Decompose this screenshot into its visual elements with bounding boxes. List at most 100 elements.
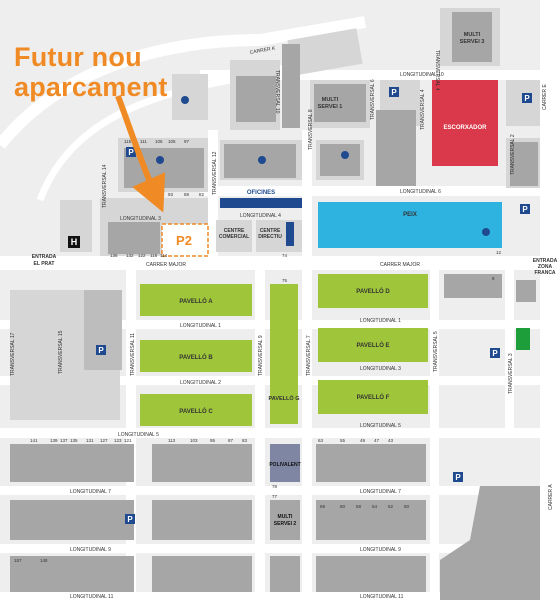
lot-157: 157 <box>14 558 22 563</box>
callout-title-line-1: Futur nou <box>14 42 142 72</box>
pavello-a[interactable] <box>140 284 252 316</box>
lot-54: 54 <box>372 504 378 509</box>
lot-78: 78 <box>272 484 278 489</box>
block-top-left-round <box>172 74 208 120</box>
road-longitudinal-11 <box>0 592 540 600</box>
road-transversal-3 <box>505 270 514 430</box>
street-longitudinal-7a: LONGITUDINAL 7 <box>70 489 111 495</box>
street-longitudinal-1a: LONGITUDINAL 1 <box>180 323 221 329</box>
street-transversal-9: TRANSVERSAL 9 <box>258 335 264 376</box>
block-63-43 <box>316 444 426 482</box>
polivalent-building[interactable] <box>270 444 300 482</box>
road-longitudinal-6 <box>200 186 560 196</box>
peix-building <box>318 202 502 248</box>
lot-52: 52 <box>388 504 394 509</box>
lot-121: 121 <box>124 438 132 443</box>
road-carrer-major <box>0 256 560 270</box>
lot-50: 50 <box>404 504 410 509</box>
oficines-label: OFICINES <box>247 190 275 196</box>
building-136-114 <box>108 222 160 254</box>
green-square <box>516 328 530 350</box>
lot-49: 49 <box>360 438 366 443</box>
street-longitudinal-6: LONGITUDINAL 6 <box>400 189 441 195</box>
svg-text:P: P <box>98 346 104 355</box>
street-longitudinal-2: LONGITUDINAL 2 <box>180 380 221 386</box>
lot-93: 93 <box>168 192 174 197</box>
lot-8: 8 <box>492 276 495 281</box>
lot-97: 97 <box>184 139 190 144</box>
lot-127: 127 <box>100 438 108 443</box>
pavello-c-label: PAVELLÓ C <box>179 407 213 415</box>
street-transversal-14: TRANSVERSAL 14 <box>102 164 108 208</box>
callout-title-line-2: aparcament <box>14 72 168 102</box>
lot-12: 12 <box>496 250 502 255</box>
pavello-e-label: PAVELLÓ E <box>356 341 389 349</box>
oficines-building <box>220 198 302 208</box>
parking-icon: P <box>125 514 135 524</box>
road-transversal-12 <box>208 130 218 260</box>
multi-servei-1-label-a: MULTI <box>322 97 339 103</box>
multi-servei-1-building <box>314 84 366 122</box>
lot-136: 136 <box>110 253 118 258</box>
lot-63: 63 <box>318 438 324 443</box>
centre-directiu-block <box>256 220 302 252</box>
street-transversal-4: TRANSVERSAL 4 <box>420 89 426 130</box>
street-transversal-11: TRANSVERSAL 11 <box>130 333 136 376</box>
lot-122: 122 <box>138 253 146 258</box>
p2-future-parking[interactable] <box>161 223 209 257</box>
block-113-83 <box>152 444 252 482</box>
lot-95: 95 <box>210 438 216 443</box>
pavello-d[interactable] <box>318 274 428 308</box>
lot-131: 131 <box>86 438 94 443</box>
escorxador-building <box>432 80 498 166</box>
multi-servei-3-label-b: SERVEI 3 <box>460 39 485 45</box>
block-141-121 <box>10 444 134 482</box>
street-longitudinal-11b: LONGITUDINAL 11 <box>360 594 404 600</box>
multi-servei-3-building <box>452 12 492 62</box>
building-left-of-escorxador <box>376 110 416 186</box>
building-narrow-top <box>282 44 300 128</box>
street-longitudinal-3: LONGITUDINAL 3 <box>120 216 161 222</box>
road-longitudinal-10 <box>200 70 560 80</box>
street-transversal-7: TRANSVERSAL 7 <box>306 335 312 376</box>
polivalent-label: POLIVALENT <box>269 462 300 468</box>
centre-comercial-label-b: COMERCIAL <box>219 234 249 240</box>
road-transversal-4-east <box>540 0 560 600</box>
building-transversal-2 <box>510 142 538 186</box>
pavello-b[interactable] <box>140 340 252 372</box>
snowflake-icon <box>482 228 490 236</box>
street-longitudinal-3b: LONGITUDINAL 3 <box>360 366 401 372</box>
snowflake-icon <box>341 151 349 159</box>
lot-135: 135 <box>70 438 78 443</box>
street-transversal-10: TRANSVERSAL 10 <box>274 70 280 114</box>
pavello-b-label: PAVELLÓ B <box>179 353 213 361</box>
multi-servei-3-label-a: MULTI <box>464 32 481 38</box>
pavello-c[interactable] <box>140 394 252 426</box>
parking-icon: P <box>453 472 463 482</box>
block-bottom-center <box>152 556 252 592</box>
lot-106: 106 <box>155 139 163 144</box>
lot-148: 148 <box>40 558 48 563</box>
lot-88: 88 <box>184 192 190 197</box>
lot-69: 69 <box>320 504 326 509</box>
lot-111: 111 <box>140 139 147 144</box>
street-carrer-major-right: CARRER MAJOR <box>380 262 420 268</box>
parking-icon: P <box>126 147 136 157</box>
lot-115: 115 <box>124 139 132 144</box>
pavello-e[interactable] <box>318 328 428 362</box>
parking-icon: P <box>520 204 530 214</box>
pavello-f[interactable] <box>318 380 428 414</box>
parking-icon: P <box>490 348 500 358</box>
street-longitudinal-10: LONGITUDINAL 10 <box>400 72 444 78</box>
block-lower-right <box>316 500 426 540</box>
lot-103: 103 <box>190 438 198 443</box>
pavello-d-label: PAVELLÓ D <box>356 287 390 295</box>
multi-servei-2-label-a: MULTI <box>278 514 294 520</box>
pavello-g[interactable] <box>270 284 298 424</box>
multi-servei-2-label-b: SERVEI 2 <box>274 521 297 527</box>
lot-141: 141 <box>30 438 38 443</box>
svg-text:P: P <box>522 205 528 214</box>
road-transversal-9 <box>255 270 265 600</box>
centre-directiu-label-b: DIRECTIU <box>258 234 282 240</box>
lot-55: 55 <box>340 438 346 443</box>
